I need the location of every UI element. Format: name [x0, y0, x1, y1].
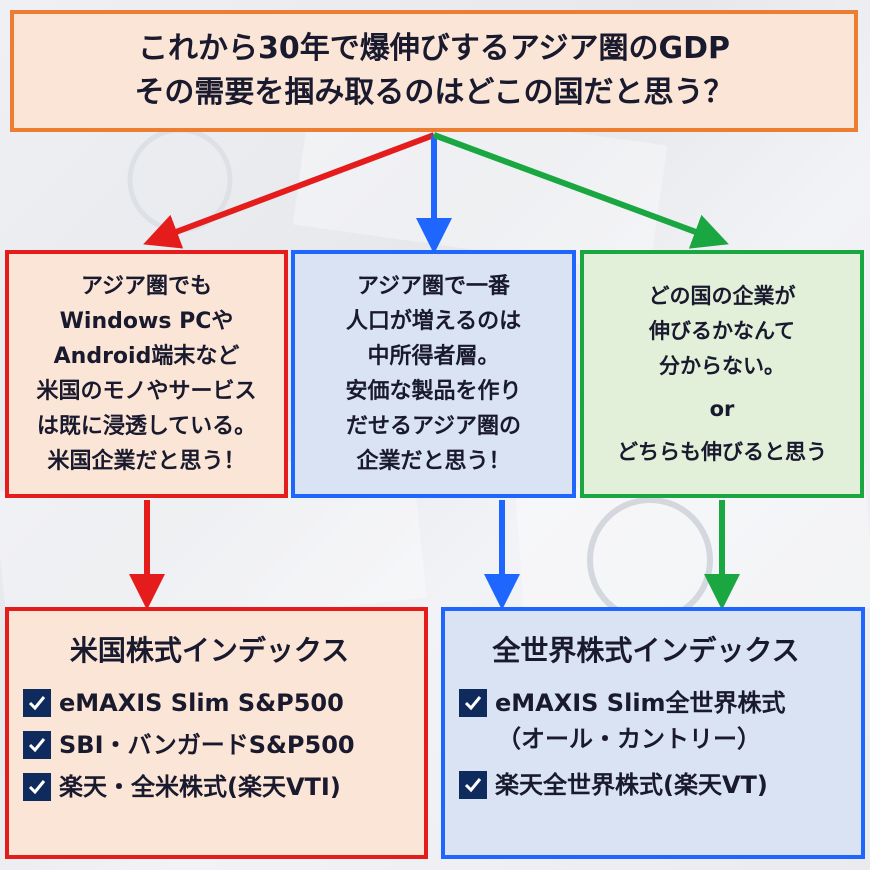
check-box-icon [459, 771, 487, 799]
fund-item: 楽天全世界株式(楽天VT) [459, 769, 768, 801]
title-line-2: その需要を掴み取るのはどこの国だと思う？ [134, 75, 734, 110]
answer-box-us-index: 米国株式インデックス eMAXIS Slim S&P500 SBI・バンガードS… [5, 607, 428, 859]
opinion-line: 伸びるかなんて [649, 318, 795, 343]
opinion-line: 分からない。 [659, 353, 785, 378]
opinion-line: は既に浸透している。 [36, 414, 257, 439]
check-box-icon [23, 689, 51, 717]
fund-name: eMAXIS Slim全世界株式 [495, 689, 786, 717]
fund-name: SBI・バンガードS&P500 [59, 731, 355, 759]
arrow-down-icon [432, 132, 729, 249]
fund-name: 楽天・全米株式(楽天VTI) [59, 773, 341, 801]
or-label: or [709, 396, 735, 421]
opinion-line: 安価な製品を作り [345, 379, 522, 404]
opinion-line: Windows PCや [59, 309, 234, 334]
opinion-line: アジア圏で一番 [356, 274, 511, 299]
opinion-line: どちらも伸びると思う [617, 439, 827, 464]
fund-name: 楽天全世界株式(楽天VT) [495, 771, 768, 799]
answer-heading: 全世界株式インデックス [492, 634, 800, 667]
opinion-box-unknown: どの国の企業が 伸びるかなんて 分からない。 or どちらも伸びると思う [580, 250, 864, 498]
opinion-line: 企業だと思う！ [356, 449, 511, 474]
title-line-1: これから30年で爆伸びするアジア圏のGDP [137, 31, 731, 66]
check-box-icon [23, 773, 51, 801]
question-title: これから30年で爆伸びするアジア圏のGDP その需要を掴み取るのはどこの国だと思… [10, 10, 858, 132]
opinion-box-us: アジア圏でも Windows PCや Android端末など 米国のモノやサービ… [5, 250, 288, 498]
opinion-line: 米国のモノやサービス [36, 379, 257, 404]
opinion-line: だせるアジア圏の [345, 414, 522, 439]
check-box-icon [459, 689, 487, 717]
answer-heading: 米国株式インデックス [69, 634, 350, 667]
fund-name-sub: （オール・カントリー） [497, 725, 761, 753]
opinion-line: アジア圏でも [80, 274, 213, 299]
answer-box-world-index: 全世界株式インデックス eMAXIS Slim全世界株式 （オール・カントリー）… [441, 607, 865, 859]
opinion-line: Android端末など [53, 344, 240, 369]
opinion-box-asia: アジア圏で一番 人口が増えるのは 中所得者層。 安価な製品を作り だせるアジア圏… [291, 250, 576, 498]
fund-item: eMAXIS Slim全世界株式 [459, 687, 786, 719]
check-box-icon [23, 731, 51, 759]
fund-name: eMAXIS Slim S&P500 [59, 689, 344, 717]
opinion-line: 中所得者層。 [367, 344, 500, 369]
fund-item: eMAXIS Slim S&P500 [23, 687, 344, 719]
fund-item: SBI・バンガードS&P500 [23, 729, 355, 761]
fund-item: 楽天・全米株式(楽天VTI) [23, 771, 341, 803]
arrow-down-icon [143, 132, 436, 249]
opinion-line: 人口が増えるのは [345, 309, 522, 334]
opinion-line: 米国企業だと思う！ [47, 449, 246, 474]
opinion-line: どの国の企業が [648, 283, 796, 308]
